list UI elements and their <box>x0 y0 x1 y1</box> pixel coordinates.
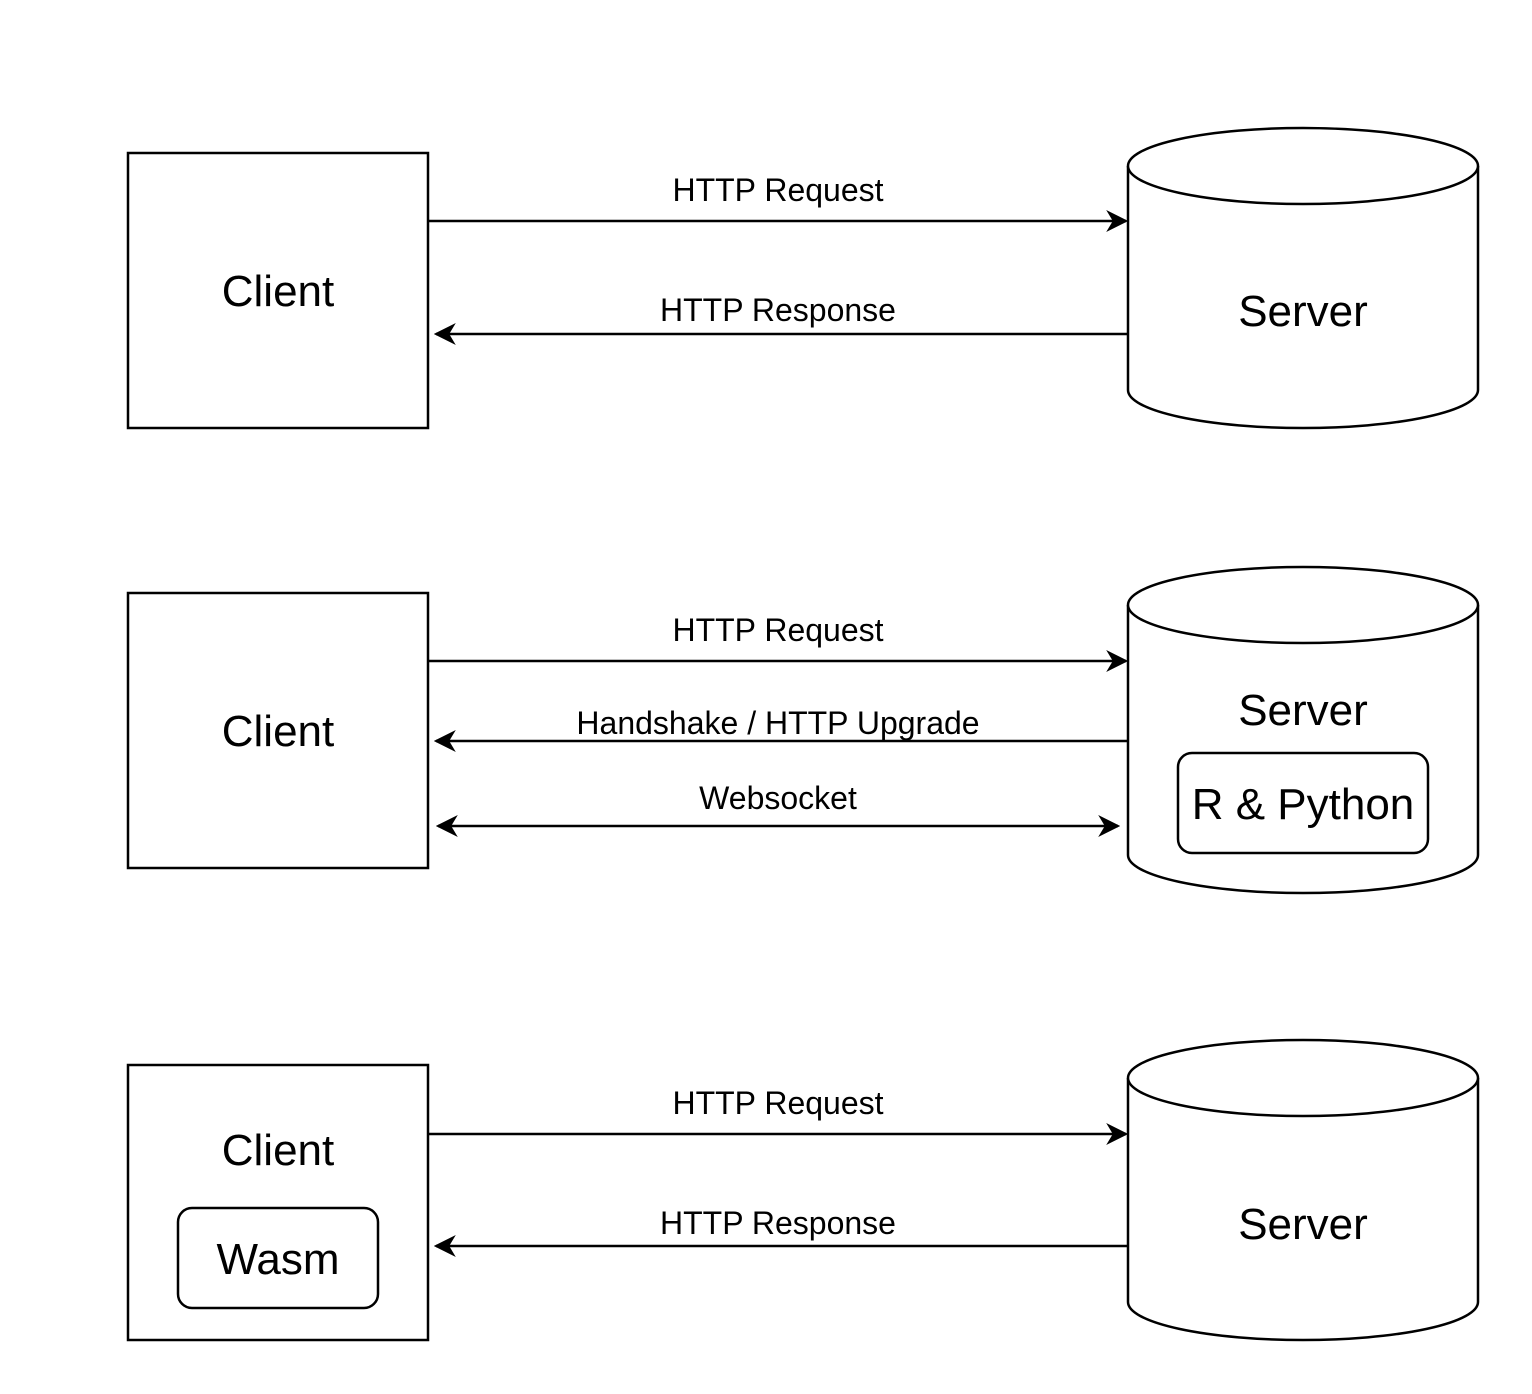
handshake-label: Handshake / HTTP Upgrade <box>576 705 979 741</box>
diagram-http: Client Server HTTP Request HTTP Response <box>126 126 1480 430</box>
server-label: Server <box>1238 686 1368 735</box>
websocket-label: Websocket <box>699 780 857 816</box>
request-label: HTTP Request <box>672 1085 883 1121</box>
response-label: HTTP Response <box>660 1205 896 1241</box>
client-label: Client <box>222 1126 335 1175</box>
server-cylinder <box>1126 1038 1480 1342</box>
server-label: Server <box>1238 287 1368 336</box>
runtime-box <box>1176 751 1430 855</box>
server-label: Server <box>1238 1200 1368 1249</box>
server-cylinder <box>1126 126 1480 430</box>
request-label: HTTP Request <box>672 172 883 208</box>
client-box <box>126 591 430 870</box>
client-label: Client <box>222 267 335 316</box>
runtime-label: R & Python <box>1192 780 1415 829</box>
diagram-wasm: Client Wasm Server HTTP Request HTTP Res… <box>126 1038 1480 1342</box>
response-label: HTTP Response <box>660 292 896 328</box>
runtime-label: Wasm <box>216 1235 339 1284</box>
request-label: HTTP Request <box>672 612 883 648</box>
diagram-websocket: Client Server R & Python HTTP Request Ha… <box>126 565 1480 895</box>
runtime-box <box>176 1206 380 1310</box>
client-label: Client <box>222 707 335 756</box>
client-box <box>126 151 430 430</box>
